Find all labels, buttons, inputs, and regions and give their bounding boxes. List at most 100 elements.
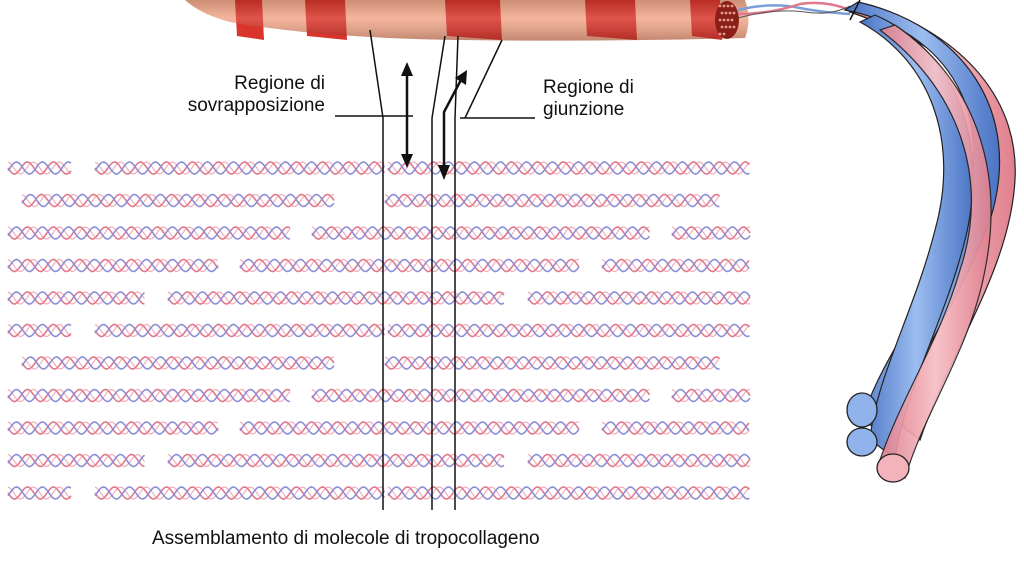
molecule-strand-third <box>7 388 291 403</box>
tropocollagen-array <box>7 161 751 500</box>
overlap-label-line2: sovrapposizione <box>187 95 325 116</box>
molecule-strand-blue <box>7 323 72 338</box>
molecule-strand-blue <box>7 226 291 240</box>
overlap-region-label: Regione di sovrapposizione <box>163 73 325 117</box>
molecule-strand-red <box>387 323 751 338</box>
molecule-strand-red <box>601 421 750 435</box>
molecule-strand-red <box>601 258 750 273</box>
molecule-strand-blue <box>387 161 750 175</box>
tropocollagen-molecule <box>601 258 750 273</box>
fibril-fiber-dot <box>718 18 722 22</box>
tropocollagen-molecule <box>671 388 751 403</box>
molecule-strand-red <box>21 193 335 208</box>
tropocollagen-molecule <box>7 226 291 240</box>
molecule-strand-third <box>671 226 750 240</box>
molecule-strand-third <box>21 356 334 370</box>
tropocollagen-molecule <box>527 291 751 305</box>
fibril-fiber-dot <box>732 25 736 29</box>
molecule-strand-blue <box>21 193 335 208</box>
gap-arrow <box>438 70 467 180</box>
molecule-strand-red <box>21 356 335 370</box>
overlap-label-line1: Regione di <box>234 73 325 94</box>
tropocollagen-molecule <box>7 323 72 338</box>
gap-label-line2: giunzione <box>543 99 625 120</box>
tropocollagen-molecule <box>7 486 72 500</box>
tropocollagen-molecule <box>311 388 651 403</box>
tropocollagen-molecule <box>7 258 219 273</box>
molecule-strand-blue <box>7 258 219 273</box>
molecule-strand-third <box>7 486 72 500</box>
molecule-strand-third <box>21 193 334 208</box>
molecule-strand-blue <box>7 421 219 435</box>
fibril-fiber-dot <box>726 18 730 22</box>
molecule-strand-blue <box>94 161 386 175</box>
gap-label-line1: Regione di <box>543 77 634 98</box>
molecule-strand-red <box>527 291 751 305</box>
molecule-strand-red <box>671 226 751 240</box>
tropocollagen-molecule <box>7 291 146 305</box>
molecule-strand-red <box>167 453 505 468</box>
molecule-strand-red <box>7 453 145 468</box>
gap-region-label: Regione di giunzione <box>543 77 634 121</box>
molecule-strand-red <box>527 453 751 468</box>
tropocollagen-molecule <box>384 356 720 370</box>
molecule-strand-blue <box>671 226 751 240</box>
molecule-strand-blue <box>167 453 505 468</box>
molecule-strand-red <box>311 226 651 240</box>
molecule-strand-red <box>671 388 751 403</box>
fibril-fiber-dot <box>724 25 728 29</box>
molecule-strand-blue <box>94 486 386 500</box>
molecule-strand-blue <box>7 453 146 468</box>
molecule-strand-blue <box>601 421 750 435</box>
tropocollagen-molecule <box>167 453 505 468</box>
molecule-strand-red <box>384 356 720 370</box>
molecule-strand-red <box>94 161 386 175</box>
molecule-strand-red <box>7 291 145 305</box>
tropocollagen-molecule <box>94 323 386 338</box>
tropocollagen-triple-helix <box>843 0 1016 483</box>
molecule-strand-third <box>387 486 750 500</box>
overlap-arrow <box>401 62 413 168</box>
molecule-strand-third <box>7 161 72 175</box>
molecule-strand-blue <box>7 486 72 500</box>
fibril-fiber-dot <box>732 11 736 15</box>
molecule-strand-red <box>94 486 386 500</box>
molecule-strand-blue <box>239 258 580 273</box>
fibril-fiber-dot <box>726 4 730 8</box>
tropocollagen-molecule <box>21 356 335 370</box>
molecule-strand-blue <box>671 388 751 403</box>
tropocollagen-molecule <box>387 486 751 500</box>
molecule-strand-third <box>7 323 72 338</box>
molecule-strand-blue <box>7 388 291 403</box>
molecule-strand-third <box>527 291 751 305</box>
molecule-strand-blue <box>384 356 720 370</box>
molecule-strand-third <box>527 453 751 468</box>
fibril-fiber-dot <box>730 18 734 22</box>
molecule-strand-blue <box>527 291 751 305</box>
fibril-fiber-dot <box>720 25 724 29</box>
figure-caption: Assemblamento di molecole di tropocollag… <box>152 528 540 549</box>
tropocollagen-molecule <box>671 226 751 240</box>
tropocollagen-molecule <box>387 323 751 338</box>
molecule-strand-blue <box>7 161 72 175</box>
tropocollagen-molecule <box>7 388 291 403</box>
molecule-strand-blue <box>527 453 751 468</box>
molecule-strand-red <box>311 388 651 403</box>
collagen-fibril <box>185 0 851 41</box>
molecule-strand-red <box>384 193 720 208</box>
tropocollagen-molecule <box>94 486 386 500</box>
molecule-strand-blue <box>94 323 386 338</box>
tropocollagen-molecule <box>21 193 335 208</box>
tropocollagen-molecule <box>7 421 219 435</box>
guide-lines <box>335 29 535 510</box>
molecule-strand-blue <box>21 356 335 370</box>
fibril-fiber-dot <box>728 25 732 29</box>
tropocollagen-molecule <box>384 193 720 208</box>
tropocollagen-molecule <box>94 161 386 175</box>
molecule-strand-third <box>387 161 750 175</box>
molecule-strand-red <box>387 161 751 175</box>
molecule-strand-third <box>387 323 750 338</box>
molecule-strand-blue <box>311 226 651 240</box>
fibril-fiber-dot <box>728 11 732 15</box>
